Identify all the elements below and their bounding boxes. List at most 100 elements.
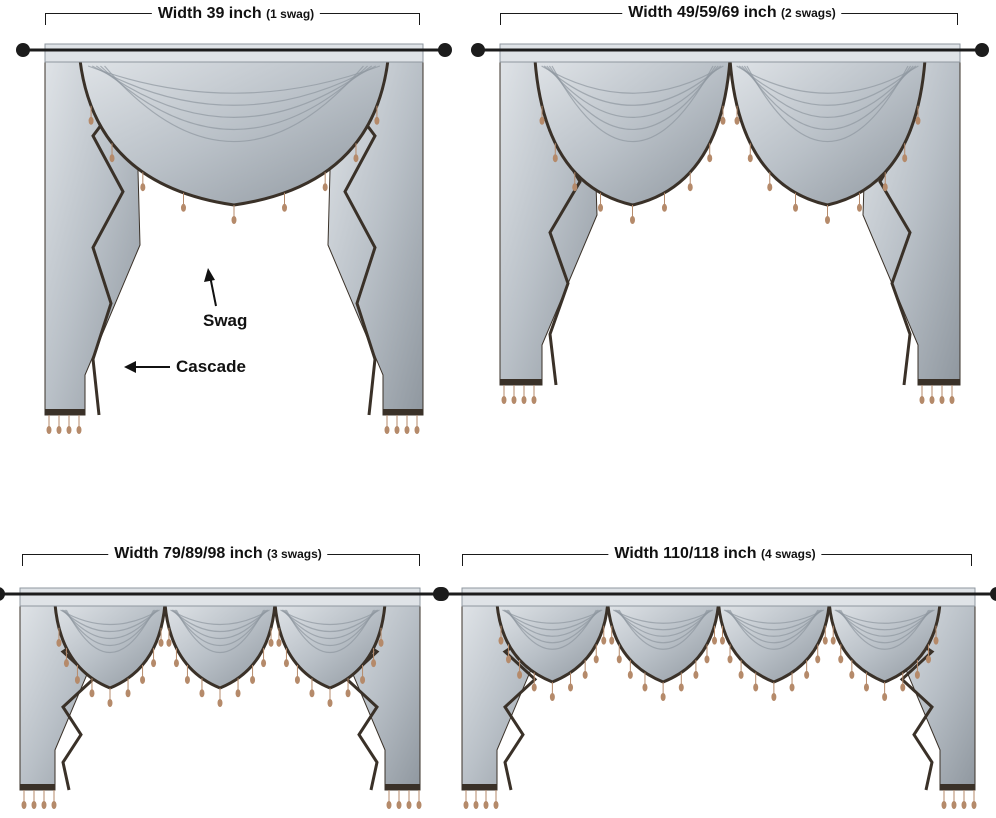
bead	[593, 655, 599, 664]
bead	[31, 801, 37, 809]
swag-fold	[837, 609, 933, 637]
bead	[406, 801, 412, 809]
panel-title-2: Width 49/59/69 inch (2 swags)	[622, 5, 842, 21]
bead	[720, 116, 726, 125]
bead	[738, 670, 744, 679]
swag-fold	[723, 609, 825, 624]
swag-fold	[504, 609, 600, 637]
bead	[804, 670, 810, 679]
swag-fold	[746, 65, 909, 142]
bead	[184, 675, 190, 684]
bead	[915, 116, 921, 125]
cascade-trim-left	[502, 622, 548, 791]
bead	[838, 655, 844, 664]
bead	[140, 675, 146, 684]
swag-fold	[172, 609, 268, 640]
bead	[601, 636, 607, 645]
bead	[158, 638, 164, 647]
bead	[902, 154, 908, 163]
bead	[598, 203, 604, 212]
bead	[217, 699, 223, 707]
bead	[107, 699, 113, 707]
bead	[501, 396, 507, 404]
bead	[463, 801, 469, 809]
swag-fold	[91, 65, 377, 106]
bead	[250, 675, 256, 684]
swag-fold	[64, 609, 156, 647]
bead	[63, 659, 69, 668]
rod-finial-right	[975, 43, 989, 57]
panel-title-3: Width 79/89/98 inch (3 swags)	[108, 545, 328, 562]
rod-finial-left	[16, 43, 30, 57]
bead	[353, 154, 359, 163]
bead	[914, 670, 920, 679]
bead	[109, 154, 115, 163]
bead	[704, 655, 710, 664]
bead	[961, 801, 967, 809]
swag-fold	[736, 65, 919, 94]
bead	[815, 655, 821, 664]
bead	[506, 655, 512, 664]
swag-fold	[541, 65, 724, 94]
cascade-hem	[385, 784, 420, 790]
bead	[882, 693, 888, 701]
bead	[56, 426, 62, 434]
cascade-trim-left	[91, 79, 137, 416]
cascade-trim-right	[334, 622, 380, 791]
bead	[822, 636, 828, 645]
bead	[929, 396, 935, 404]
bead	[830, 636, 836, 645]
bead	[125, 689, 131, 698]
bead	[378, 638, 384, 647]
bead	[309, 689, 315, 698]
swag-fold	[738, 65, 917, 106]
bead	[56, 638, 62, 647]
bead	[89, 689, 95, 698]
bead	[630, 216, 635, 224]
bead	[539, 116, 545, 125]
bead	[789, 683, 795, 692]
bead	[734, 116, 740, 125]
bead	[933, 636, 939, 645]
swag-fold	[617, 609, 710, 644]
bead	[151, 659, 157, 668]
bead	[66, 426, 72, 434]
panel-title-main-3: Width 79/89/98 inch	[114, 545, 263, 562]
bead	[753, 683, 759, 692]
bead	[374, 116, 380, 125]
swag-fold	[612, 609, 714, 624]
bead	[531, 396, 537, 404]
swag-fold	[543, 65, 722, 106]
swag-label: Swag	[203, 311, 248, 330]
bead	[939, 396, 945, 404]
bead	[687, 183, 693, 192]
swag-fold	[614, 609, 712, 631]
bead	[322, 183, 328, 192]
bead	[416, 801, 422, 809]
bead	[949, 396, 955, 404]
cascade-trim-right	[889, 622, 935, 791]
cascade-hem	[20, 784, 55, 790]
bead	[849, 670, 855, 679]
bead	[767, 183, 773, 192]
swag-fold	[729, 609, 819, 650]
bead	[498, 636, 504, 645]
bead	[825, 216, 830, 224]
swag-fold	[503, 609, 602, 631]
panel-title-sub-3: (3 swags)	[267, 547, 322, 561]
bead	[531, 683, 537, 692]
bead	[21, 801, 27, 809]
bead	[483, 801, 489, 809]
swag-fold	[741, 65, 914, 118]
bead	[549, 693, 555, 701]
valance-board	[461, 587, 976, 607]
swag-fold	[551, 65, 714, 142]
swag-fold	[284, 609, 376, 647]
bead	[360, 675, 366, 684]
bead	[386, 801, 392, 809]
bead	[396, 801, 402, 809]
bead	[180, 203, 186, 212]
